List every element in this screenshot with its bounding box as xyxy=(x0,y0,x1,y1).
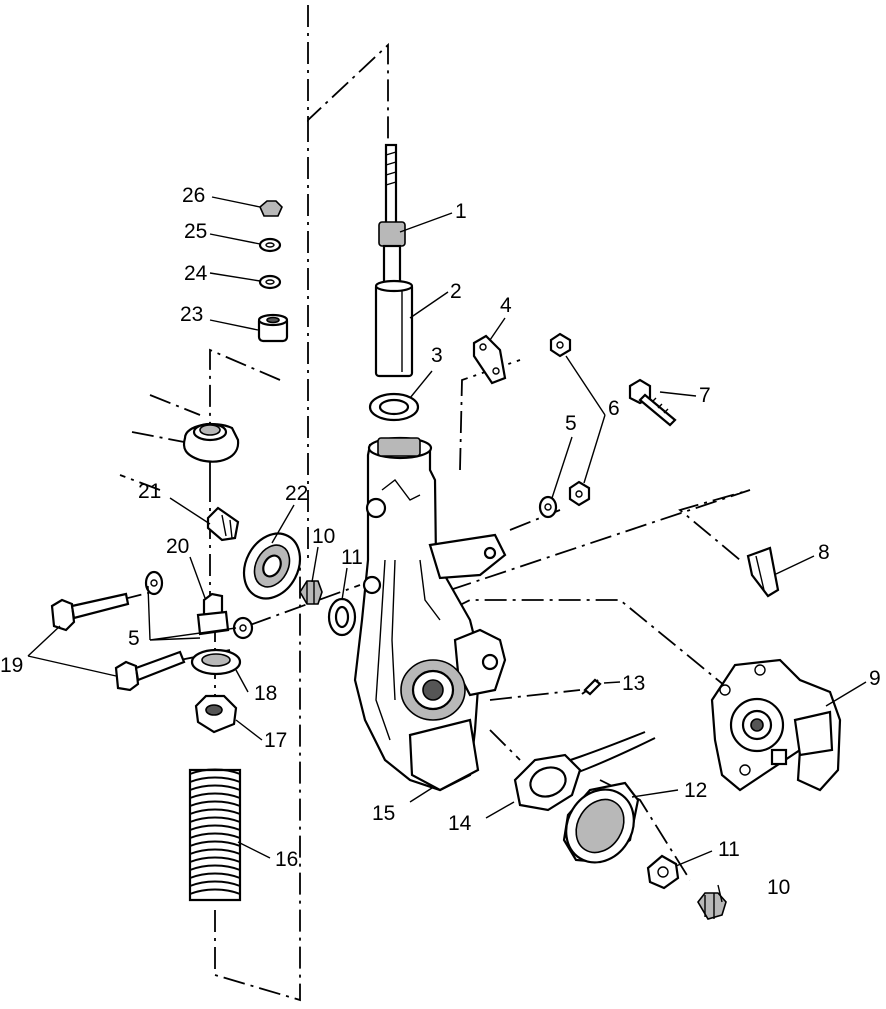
bushing xyxy=(257,313,289,343)
callout-10-right: 10 xyxy=(767,876,790,899)
callout-25: 25 xyxy=(184,220,207,243)
callout-8: 8 xyxy=(818,541,830,564)
bolt-19b xyxy=(114,650,186,692)
dust-seal xyxy=(513,753,582,812)
grease-fitting xyxy=(206,506,240,542)
brake-caliper xyxy=(710,658,842,792)
shock-mount xyxy=(182,422,240,463)
strut-shaft xyxy=(378,143,406,288)
bracket xyxy=(472,334,507,385)
callout-4: 4 xyxy=(500,294,512,317)
strut-body xyxy=(374,279,414,378)
callout-18: 18 xyxy=(254,682,277,705)
callout-11-left: 11 xyxy=(341,546,363,569)
callout-19: 19 xyxy=(0,654,23,677)
callout-5-right: 5 xyxy=(565,412,577,435)
seal xyxy=(242,532,302,600)
castle-nut xyxy=(299,580,727,920)
callout-20: 20 xyxy=(166,535,189,558)
leader-lines xyxy=(27,196,867,903)
callout-15: 15 xyxy=(372,802,395,825)
bearing-cup xyxy=(562,781,640,864)
callout-2: 2 xyxy=(450,280,462,303)
callout-10-left: 10 xyxy=(312,525,335,548)
washer-25 xyxy=(258,237,282,253)
callout-1: 1 xyxy=(455,200,467,223)
callout-13: 13 xyxy=(622,672,645,695)
callout-7: 7 xyxy=(699,384,711,407)
bolt-19a xyxy=(50,592,130,632)
callout-24: 24 xyxy=(184,262,208,285)
strut-seal-washer xyxy=(368,392,420,422)
callout-17: 17 xyxy=(264,729,287,752)
callout-11-right: 11 xyxy=(718,838,740,861)
spring-retainer xyxy=(190,648,242,676)
callout-14: 14 xyxy=(448,812,472,835)
callout-21: 21 xyxy=(138,480,161,503)
callout-numbers: 1 2 3 4 5 6 7 8 9 10 11 10 11 12 13 14 1… xyxy=(0,184,881,899)
spring xyxy=(188,768,242,902)
ball-joint-nut xyxy=(196,592,230,636)
callout-22: 22 xyxy=(285,482,308,505)
washer-24 xyxy=(258,274,282,290)
bolt xyxy=(628,378,677,427)
callout-3: 3 xyxy=(431,344,443,367)
callout-9: 9 xyxy=(869,667,881,690)
callout-26: 26 xyxy=(182,184,205,207)
lock-nut xyxy=(259,200,283,217)
callout-16: 16 xyxy=(275,848,298,871)
spindle xyxy=(353,436,507,792)
spring-seat-nut xyxy=(194,694,238,734)
nut xyxy=(549,332,591,507)
brake-pad xyxy=(746,546,780,598)
spacer-washer xyxy=(327,597,680,890)
callout-23: 23 xyxy=(180,303,203,326)
callout-6: 6 xyxy=(608,397,620,420)
callout-5-left: 5 xyxy=(128,627,140,650)
callout-12: 12 xyxy=(684,779,707,802)
